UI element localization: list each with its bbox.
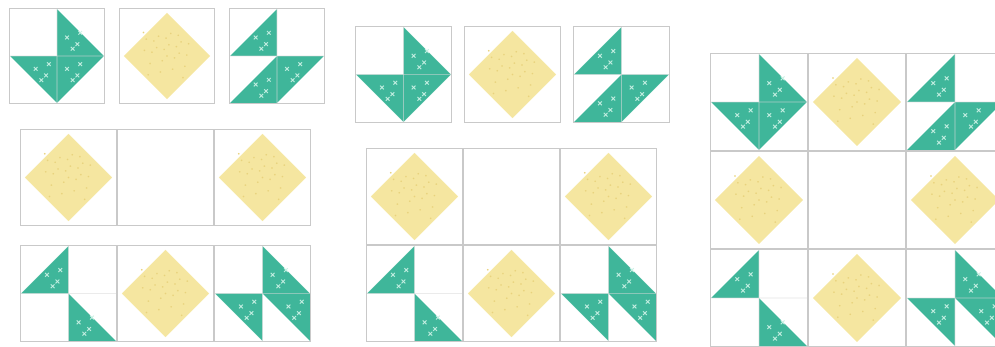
- block-pattern: [120, 9, 214, 103]
- block-pattern: [711, 152, 807, 248]
- diamond-block: [119, 8, 215, 104]
- teal-triangle: [574, 75, 622, 123]
- star-block: [229, 8, 325, 104]
- block-pattern: [574, 27, 669, 122]
- star-block: [9, 8, 105, 104]
- star-block: [710, 249, 808, 347]
- block-pattern: [21, 130, 116, 225]
- teal-triangle: [230, 56, 277, 103]
- star-block: [573, 26, 670, 123]
- stage1-top-row: [9, 8, 325, 104]
- block-pattern: [230, 9, 324, 103]
- star-block: [710, 53, 808, 151]
- diamond-block: [214, 129, 311, 226]
- star-block: [355, 26, 452, 123]
- blank-block: [117, 129, 214, 226]
- block-pattern: [356, 27, 451, 122]
- block-pattern: [21, 246, 116, 341]
- diamond-block: [906, 151, 995, 249]
- stage2-middle-row: [366, 148, 657, 245]
- teal-triangle: [955, 298, 995, 346]
- yellow-diamond: [911, 156, 995, 244]
- teal-triangle: [230, 9, 277, 56]
- teal-triangle: [907, 54, 955, 102]
- block-pattern: [10, 9, 104, 103]
- block-pattern: [464, 246, 559, 341]
- star-block: [906, 249, 995, 347]
- stage3-middle-row: [710, 151, 995, 249]
- stage1-bottom-row: [20, 245, 311, 342]
- teal-triangle: [907, 102, 955, 150]
- stage3-bottom-row: [710, 249, 995, 347]
- star-block: [20, 245, 117, 342]
- diamond-block: [808, 249, 906, 347]
- block-pattern: [367, 246, 462, 341]
- block-pattern: [711, 54, 807, 150]
- blank-block: [463, 148, 560, 245]
- teal-triangle: [622, 75, 670, 123]
- block-pattern: [907, 54, 995, 150]
- star-block: [366, 245, 463, 342]
- block-pattern: [809, 152, 905, 248]
- diamond-block: [560, 148, 657, 245]
- diamond-block: [464, 26, 561, 123]
- teal-triangle: [574, 27, 622, 75]
- block-pattern: [561, 246, 656, 341]
- block-pattern: [907, 152, 995, 248]
- block-pattern: [809, 250, 905, 346]
- block-pattern: [118, 246, 213, 341]
- block-pattern: [464, 149, 559, 244]
- block-pattern: [809, 54, 905, 150]
- block-pattern: [215, 246, 310, 341]
- block-pattern: [907, 250, 995, 346]
- teal-triangle: [367, 246, 415, 294]
- diamond-block: [463, 245, 560, 342]
- diamond-block: [20, 129, 117, 226]
- teal-triangle: [955, 250, 995, 298]
- block-pattern: [215, 130, 310, 225]
- star-block: [214, 245, 311, 342]
- block-pattern: [367, 149, 462, 244]
- stage1-middle-row: [20, 129, 311, 226]
- teal-triangle: [277, 56, 324, 103]
- teal-triangle: [57, 56, 104, 103]
- diamond-block: [808, 53, 906, 151]
- teal-triangle: [21, 246, 69, 294]
- block-pattern: [118, 130, 213, 225]
- teal-triangle: [711, 250, 759, 298]
- diamond-block: [366, 148, 463, 245]
- teal-triangle: [759, 102, 807, 150]
- diamond-block: [710, 151, 808, 249]
- block-pattern: [465, 27, 560, 122]
- star-block: [906, 53, 995, 151]
- stage3-top-row: [710, 53, 995, 151]
- teal-triangle: [404, 75, 452, 123]
- blank-block: [808, 151, 906, 249]
- diamond-block: [117, 245, 214, 342]
- stage2-bottom-row: [366, 245, 657, 342]
- block-pattern: [711, 250, 807, 346]
- stage2-top-row: [355, 26, 670, 123]
- teal-triangle: [955, 102, 995, 150]
- star-block: [560, 245, 657, 342]
- block-pattern: [561, 149, 656, 244]
